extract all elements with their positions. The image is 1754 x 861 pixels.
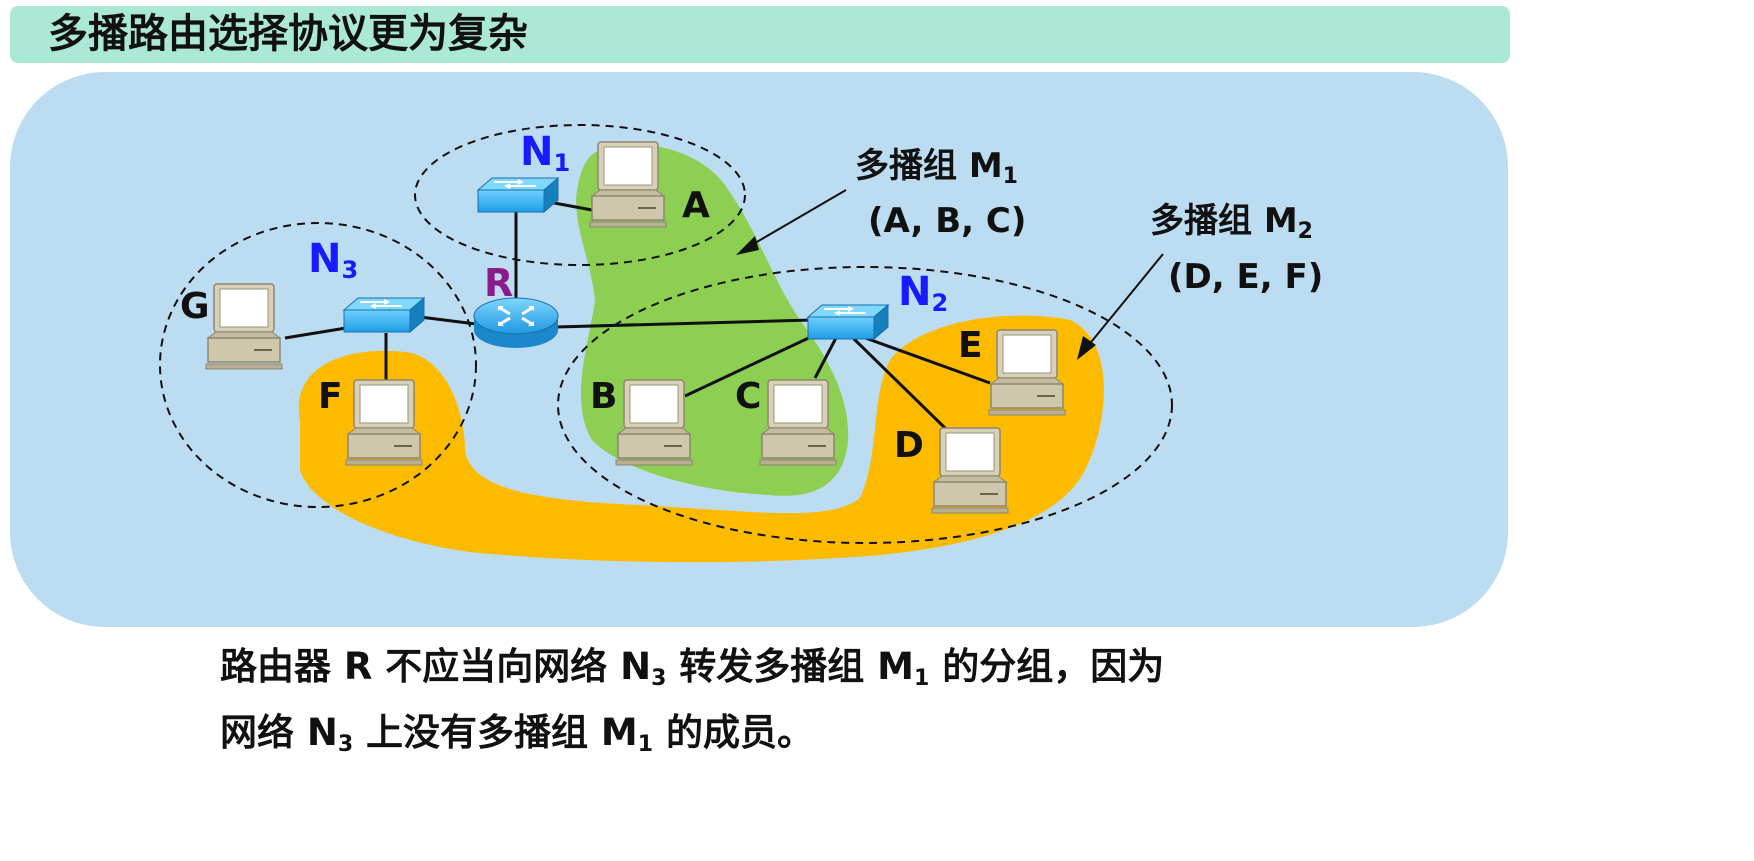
arrow-head-m1 <box>736 236 759 255</box>
label-group-m2: 多播组 M2 <box>1150 201 1313 244</box>
label-host-d: D <box>894 425 924 466</box>
group-m2-region <box>298 315 1104 563</box>
arrow-head-m2 <box>1077 336 1096 360</box>
explanation-caption: 路由器 R 不应当向网络 N3 转发多播组 M1 的分组，因为 网络 N3 上没… <box>220 640 1164 772</box>
host-g <box>205 283 283 370</box>
arrow-to-m2 <box>1082 253 1164 353</box>
network-n2-boundary <box>557 266 1173 544</box>
switch-n2 <box>807 304 889 340</box>
network-n1-boundary <box>414 124 746 266</box>
label-host-e: E <box>958 325 983 366</box>
host-b <box>615 379 693 466</box>
network-links <box>284 198 991 430</box>
host-e <box>988 329 1066 416</box>
label-group-m2-members: (D, E, F) <box>1168 257 1323 297</box>
label-router: R <box>484 261 513 305</box>
label-host-f: F <box>318 376 343 417</box>
caption-line-2: 网络 N3 上没有多播组 M1 的成员。 <box>220 711 814 757</box>
label-host-g: G <box>180 286 210 327</box>
arrow-to-m1 <box>742 189 847 251</box>
caption-line-1: 路由器 R 不应当向网络 N3 转发多播组 M1 的分组，因为 <box>220 645 1165 691</box>
switch-n3 <box>343 297 425 333</box>
router-r <box>472 296 560 350</box>
label-host-c: C <box>735 376 761 417</box>
label-host-b: B <box>590 376 617 417</box>
label-group-m1-members: (A, B, C) <box>868 201 1026 241</box>
host-d <box>931 427 1009 514</box>
network-n3-boundary <box>159 222 477 508</box>
label-n1: N1 <box>520 129 570 177</box>
host-a <box>589 141 667 228</box>
label-n2: N2 <box>898 269 948 317</box>
page-title: 多播路由选择协议更为复杂 <box>48 11 528 57</box>
switch-n1 <box>477 177 559 213</box>
host-f <box>345 379 423 466</box>
title-bar: 多播路由选择协议更为复杂 <box>10 6 1510 63</box>
label-n3: N3 <box>308 236 358 284</box>
label-host-a: A <box>682 185 710 226</box>
label-group-m1: 多播组 M1 <box>855 146 1018 189</box>
host-c <box>759 379 837 466</box>
